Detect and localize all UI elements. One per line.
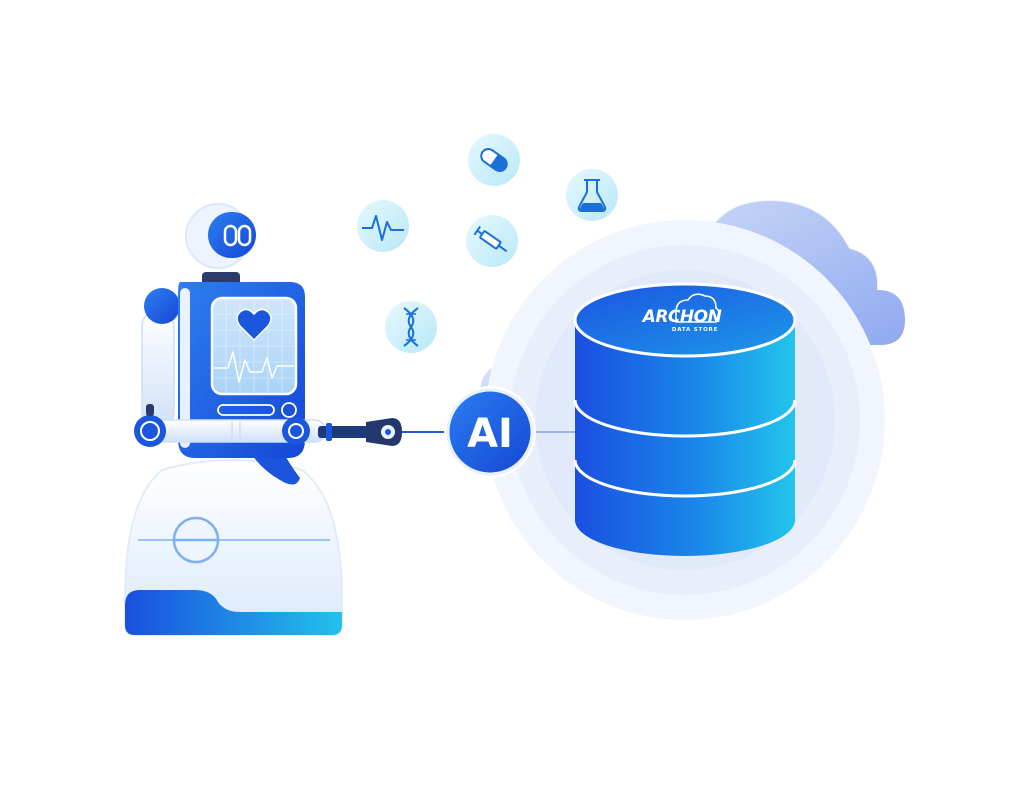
heart-icon	[236, 308, 272, 342]
robot-left-arm	[141, 288, 180, 431]
logo-tagline: DATA STORE	[672, 327, 718, 333]
ai-badge-label: AI	[467, 411, 513, 457]
syringe-icon	[466, 215, 518, 267]
pill-icon	[468, 134, 520, 186]
ai-badge: AI	[444, 386, 536, 478]
robot-torso	[178, 282, 305, 458]
logo-name: ARCHON	[641, 307, 722, 327]
archon-logo: ARCHON DATA STORE	[641, 293, 722, 333]
heartbeat-icon	[357, 200, 409, 252]
ecg-line	[214, 351, 294, 383]
dna-icon	[385, 301, 437, 353]
robot-head	[185, 203, 256, 286]
robot	[124, 203, 402, 636]
robot-probe	[318, 418, 402, 446]
robot-foot	[125, 590, 342, 635]
robot-right-arm	[134, 404, 327, 447]
floating-icons	[357, 134, 618, 353]
database-cylinder	[573, 282, 797, 556]
robot-base	[124, 459, 343, 636]
flask-icon	[566, 169, 618, 221]
